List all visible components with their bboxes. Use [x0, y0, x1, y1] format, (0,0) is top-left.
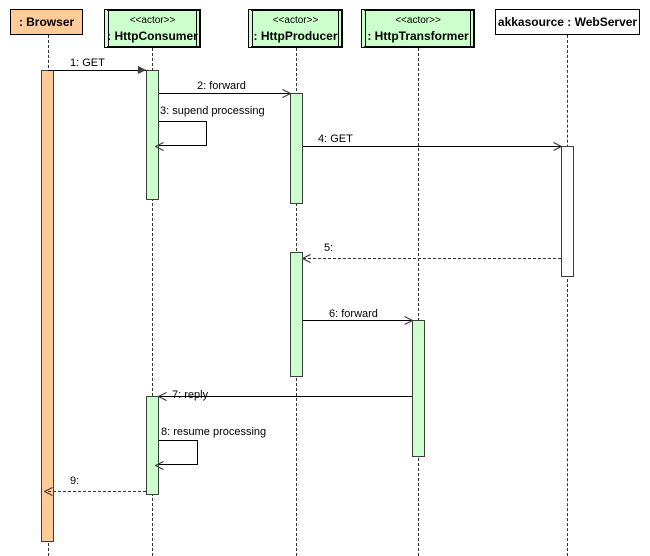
- message-2-line[interactable]: [159, 93, 290, 94]
- message-1-arrowhead: [138, 66, 146, 74]
- active-object-right-bar: [196, 10, 197, 47]
- active-object-left-bar: [365, 10, 366, 47]
- active-object-left-bar: [252, 10, 253, 47]
- message-5-arrowhead: [302, 254, 311, 263]
- message-5-line[interactable]: [303, 258, 561, 259]
- message-6-arrowhead: [404, 316, 413, 325]
- message-1-line[interactable]: [48, 70, 146, 71]
- message-2-arrowhead: [282, 89, 291, 98]
- activation-httptransformer: [412, 320, 425, 457]
- participant-httpconsumer[interactable]: <<actor>> : HttpConsumer: [104, 9, 201, 48]
- active-object-right-bar: [338, 10, 339, 47]
- participant-httpproducer[interactable]: <<actor>> : HttpProducer: [248, 9, 343, 48]
- activation-webserver: [561, 146, 574, 277]
- participant-name: : HttpConsumer: [107, 29, 198, 43]
- message-7-line[interactable]: [159, 396, 412, 397]
- participant-httptransformer[interactable]: <<actor>> : HttpTransformer: [361, 9, 475, 48]
- participant-name: : HttpTransformer: [367, 29, 469, 43]
- message-2-label: 2: forward: [197, 80, 246, 92]
- message-6-line[interactable]: [303, 320, 412, 321]
- activation-httpconsumer-1: [146, 70, 159, 200]
- activation-httpproducer-1: [290, 93, 303, 204]
- stereotype-label: <<actor>>: [395, 15, 441, 26]
- message-6-label: 6: forward: [329, 308, 378, 320]
- participant-webserver[interactable]: akkasource : WebServer: [495, 9, 640, 35]
- activation-browser: [41, 70, 54, 542]
- message-9-label: 9:: [70, 475, 80, 487]
- message-9-line[interactable]: [48, 491, 146, 492]
- message-7-label: 7: reply: [172, 389, 209, 401]
- message-9-arrowhead: [44, 487, 53, 496]
- message-8-label: 8: resume processing: [161, 426, 267, 438]
- activation-httpproducer-2: [290, 252, 303, 377]
- lifeline-httpconsumer: [152, 48, 153, 556]
- stereotype-label: <<actor>>: [272, 15, 319, 26]
- message-8-arrowhead: [155, 461, 164, 470]
- message-8-self-loop[interactable]: [159, 440, 198, 465]
- message-3-self-loop[interactable]: [159, 121, 207, 146]
- message-4-line[interactable]: [303, 146, 561, 147]
- participant-name: : HttpProducer: [253, 29, 338, 43]
- message-3-arrowhead: [155, 142, 164, 151]
- message-4-arrowhead: [553, 142, 562, 151]
- message-5-label: 5:: [324, 242, 334, 254]
- stereotype-label: <<actor>>: [129, 15, 176, 26]
- active-object-left-bar: [108, 10, 109, 47]
- lifeline-httptransformer: [418, 48, 419, 556]
- message-4-label: 4: GET: [318, 133, 353, 145]
- active-object-right-bar: [470, 10, 471, 47]
- message-7-arrowhead: [158, 392, 167, 401]
- activation-httpconsumer-2: [146, 396, 159, 495]
- message-3-label: 3: supend processing: [160, 105, 265, 117]
- participant-browser[interactable]: : Browser: [10, 9, 83, 35]
- lifeline-webserver: [567, 35, 568, 556]
- message-1-label: 1: GET: [70, 57, 105, 69]
